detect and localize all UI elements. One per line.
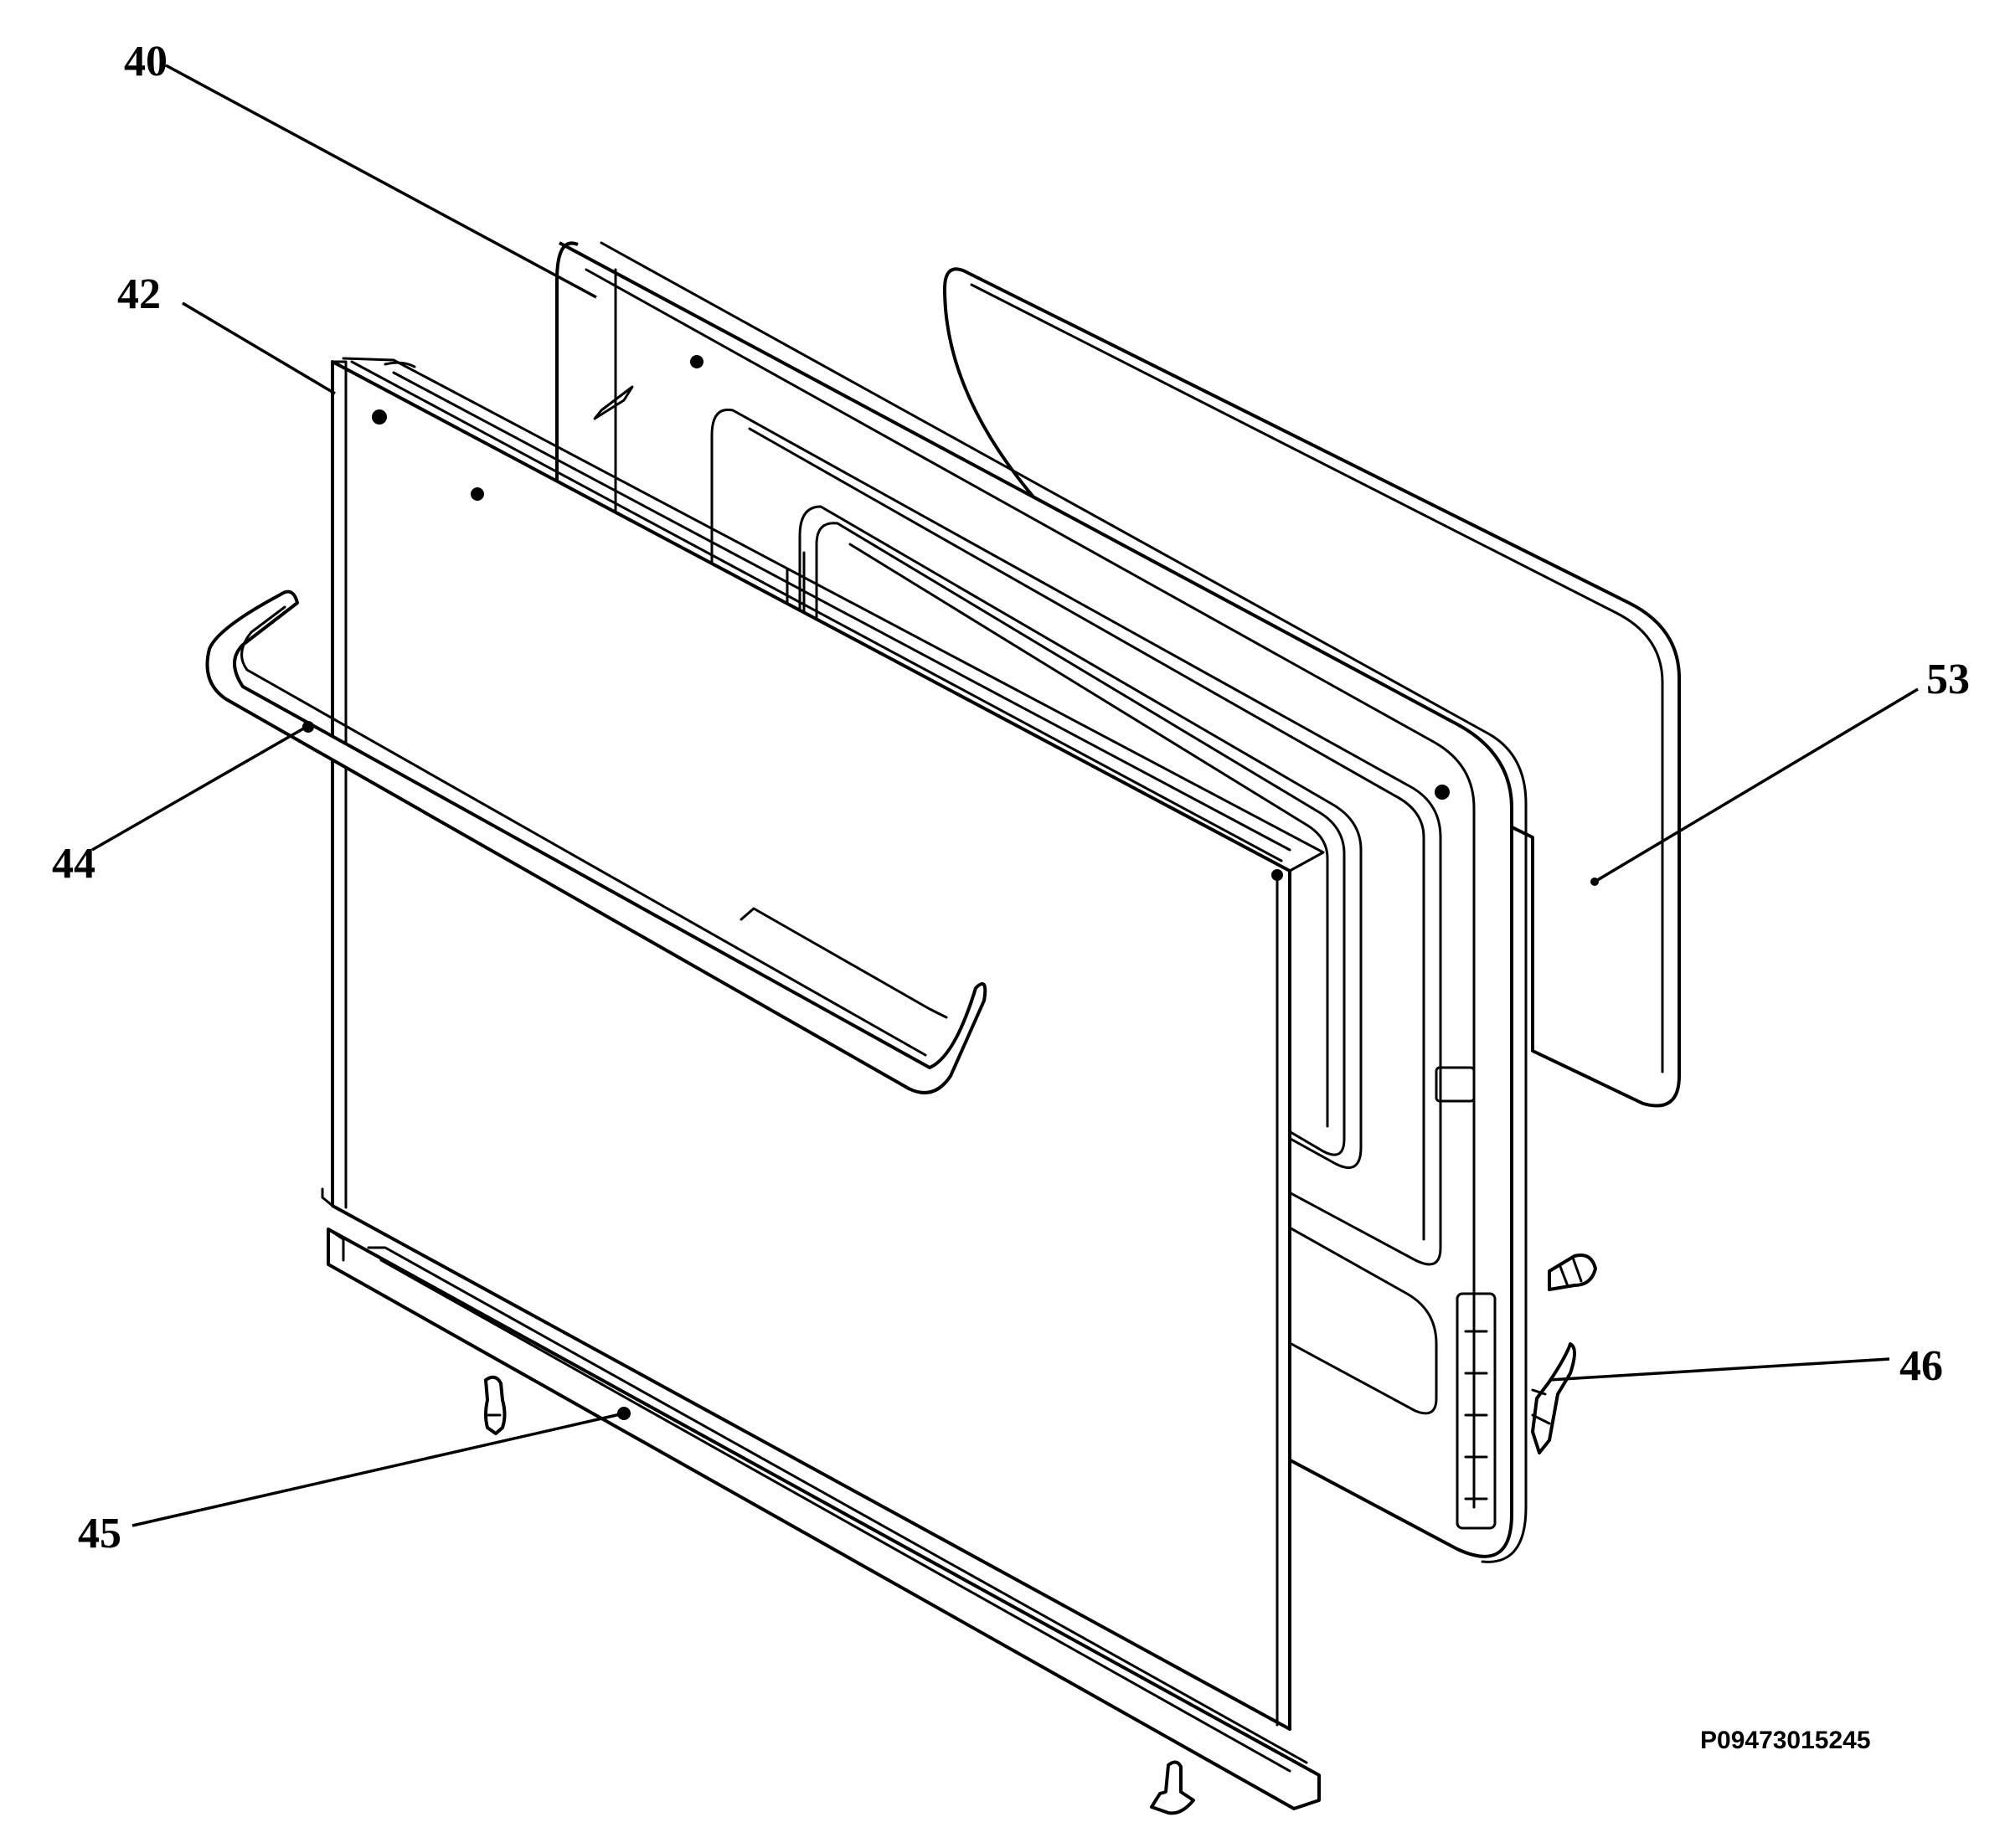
- outer-door-panel-42: [321, 357, 1325, 1731]
- callout-46: 46: [1899, 1342, 1943, 1390]
- hinge-clip-46: [1531, 1342, 1576, 1454]
- screw-right: [1548, 1253, 1597, 1291]
- callout-44: 44: [52, 840, 95, 888]
- callout-42: 42: [117, 270, 161, 318]
- leader-40: [165, 64, 597, 299]
- reference-code: P09473015245: [1700, 1727, 1871, 1754]
- leader-46: [1549, 1357, 1890, 1382]
- leader-44: [91, 725, 307, 852]
- bottom-trim-45: [327, 1228, 1321, 1810]
- callout-53: 53: [1926, 656, 1970, 703]
- leader-42: [182, 301, 336, 395]
- upper-rail: [350, 360, 1291, 862]
- leader-45: [131, 1412, 625, 1527]
- leader-53: [1594, 687, 1919, 883]
- screw-bottom-right: [1150, 1760, 1195, 1815]
- callout-45: 45: [78, 1510, 121, 1557]
- callout-40: 40: [124, 38, 168, 85]
- leader-lines: [91, 64, 1919, 1527]
- screw-bottom-left: [484, 1375, 507, 1435]
- door-handle-44: [205, 589, 987, 1094]
